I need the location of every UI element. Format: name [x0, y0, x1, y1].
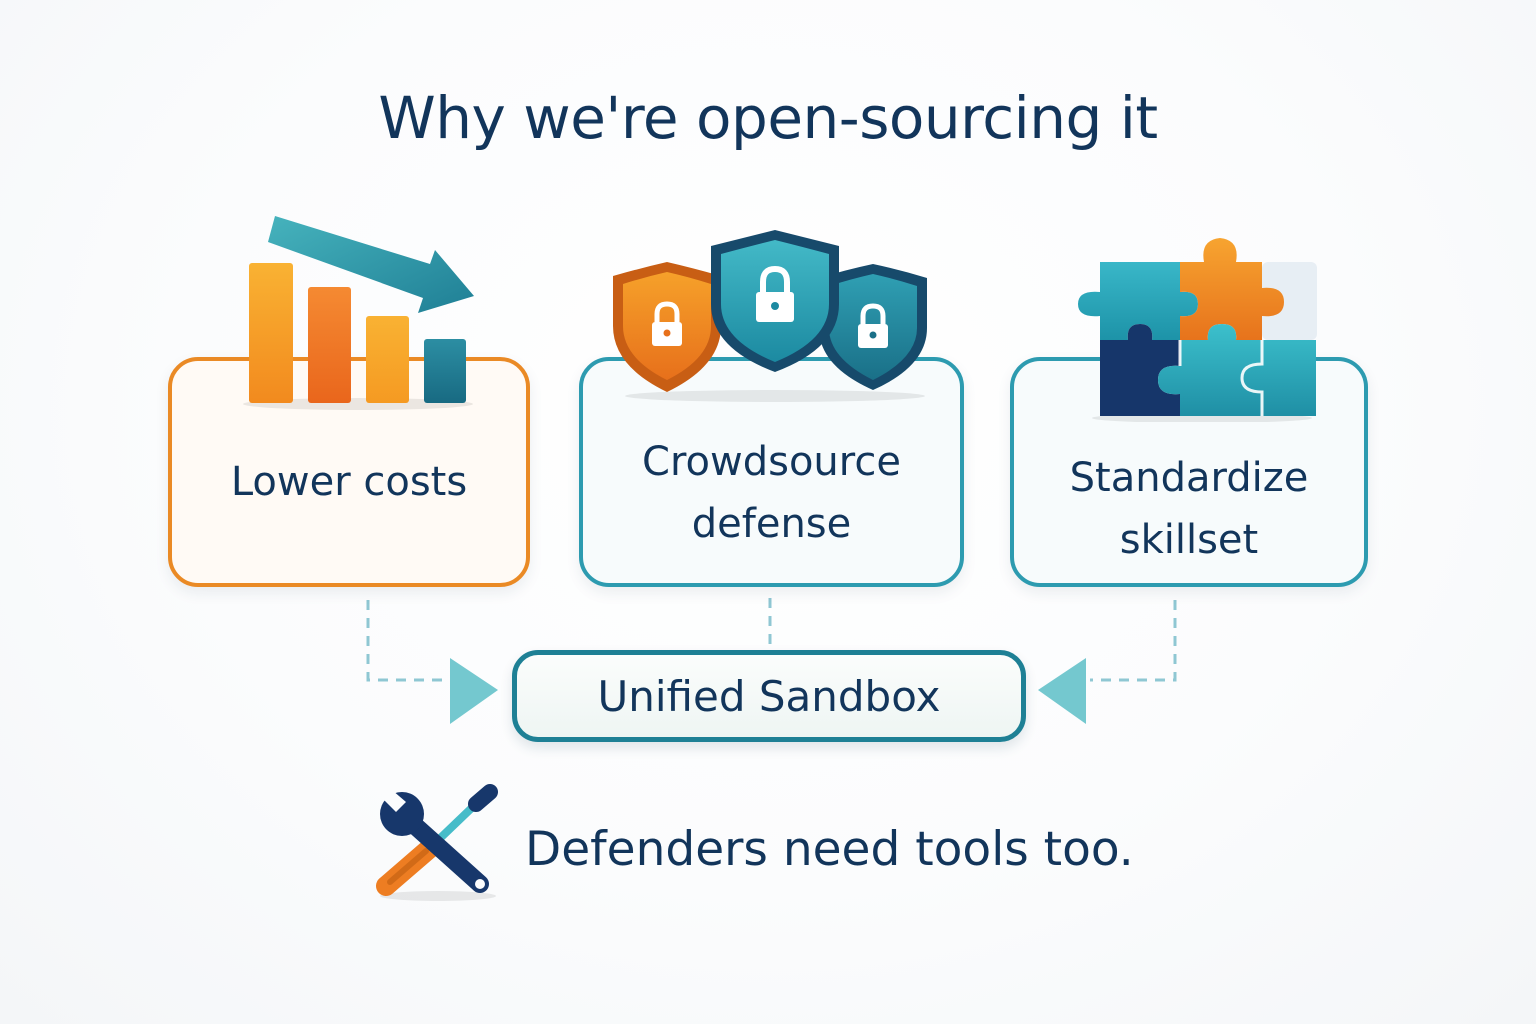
tagline: Defenders need tools too. [525, 822, 1134, 877]
dark-teal-shield [819, 264, 927, 390]
arrowhead-left [450, 658, 498, 724]
puzzle-pieces-icon [1078, 238, 1317, 422]
card-label-crowdsource-defense: Crowdsource defense [642, 439, 901, 547]
lock-shields-icon [613, 230, 927, 402]
card-label-standardize-skillset: Standardize skillset [1069, 455, 1309, 563]
connector-lower-costs [366, 600, 448, 682]
connector-standardize [1090, 600, 1177, 682]
unified-sandbox-box: Unified Sandbox [512, 650, 1026, 742]
unified-sandbox-label: Unified Sandbox [597, 671, 941, 721]
declining-bar-chart-icon [243, 216, 474, 410]
card-label-lower-costs: Lower costs [230, 459, 468, 505]
center-teal-shield [711, 230, 839, 372]
orange-shield [613, 262, 721, 392]
diagram-title: Why we're open-sourcing it [378, 84, 1158, 152]
arrowhead-right [1038, 658, 1086, 724]
wrench-screwdriver-icon [376, 784, 498, 901]
wrench [380, 790, 489, 893]
